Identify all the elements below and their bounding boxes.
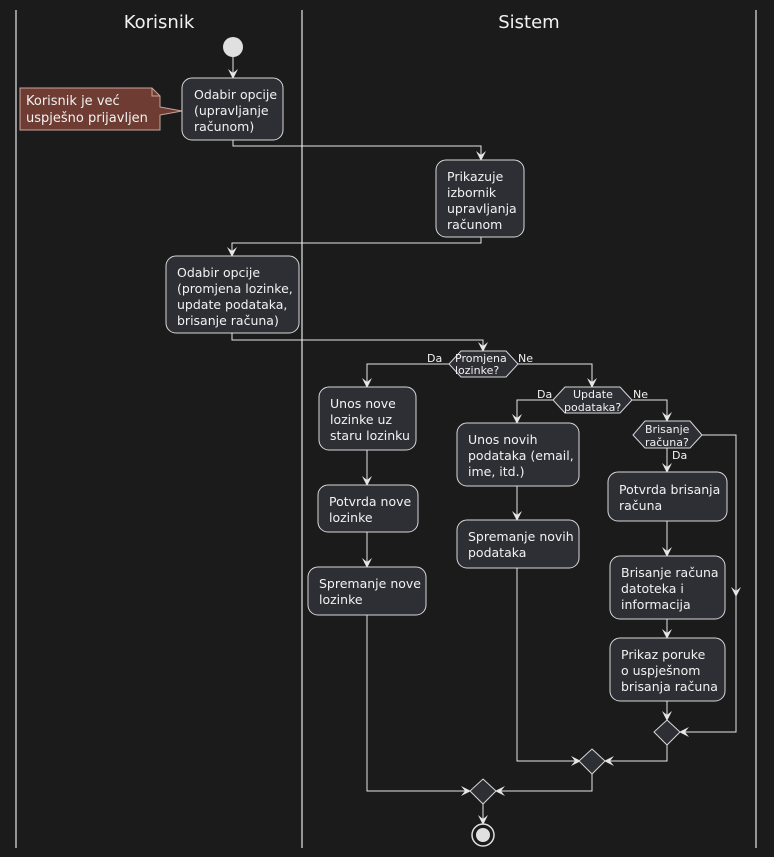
edge-d1-yes (362, 363, 449, 388)
activity-enter-new-data-text: Unos novih podataka (email, ime, itd.) (468, 432, 578, 479)
activity-text-line: staru lozinku (330, 428, 410, 443)
branch-label-yes-password: Da (427, 352, 442, 365)
edge-a2-to-a3 (227, 237, 482, 257)
activity-select-account-management-text: Odabir opcije (upravljanje računom) (194, 87, 281, 134)
note-text: Korisnik je već uspješno prijavljen (26, 94, 148, 126)
activity-text-line: podataka (email, (468, 448, 574, 463)
edge-merge-update-out (495, 774, 593, 796)
activity-text-line: Spremanje nove (319, 576, 421, 591)
activity-text-line: računa (619, 498, 662, 513)
activity-save-new-password (307, 566, 427, 616)
branch-label-yes-delete: Da (672, 449, 687, 462)
activity-confirm-new-password-text: Potvrda nove lozinke (329, 494, 415, 525)
decision-text-line: Update (573, 388, 613, 401)
merge-delete (653, 719, 681, 746)
edge-merge-delete-out (604, 745, 668, 766)
edge-u2-to-merge (516, 568, 581, 766)
branch-label-no-password: Ne (518, 352, 533, 365)
note-fold (151, 88, 160, 97)
edge-d3-no-continue (679, 596, 737, 737)
activity-show-delete-message-text: Prikaz poruke o uspješnom brisanja račun… (621, 647, 718, 694)
activity-text-line: računom (447, 217, 502, 232)
activity-text-line: računom) (194, 119, 254, 134)
activity-text-line: datoteka i (621, 581, 684, 596)
activity-text-line: brisanja računa (621, 679, 718, 694)
activity-select-option-text: Odabir opcije (promjena lozinke, update … (177, 265, 297, 328)
decision-text-line: podataka? (564, 401, 621, 414)
activity-text-line: ime, itd.) (468, 464, 524, 479)
lane-title-system: Sistem (498, 12, 559, 33)
activity-text-line: informacija (621, 597, 691, 612)
activity-text-line: Spremanje novih (468, 529, 574, 544)
activity-text-line: Unos novih (468, 432, 538, 447)
activity-save-new-password-text: Spremanje nove lozinke (319, 576, 425, 607)
activity-text-line: lozinke uz (330, 412, 392, 427)
decision-password-change-text: Promjena lozinke? (455, 352, 510, 377)
decision-text-line: Brisanje (645, 423, 690, 436)
edge-d3-no (702, 434, 741, 597)
activity-text-line: upravljanja (447, 201, 517, 216)
lane-title-user: Korisnik (124, 12, 195, 33)
note-line-1: Korisnik je već (26, 94, 120, 109)
activity-text-line: Potvrda brisanja (619, 482, 720, 497)
decision-delete-account-text: Brisanje računa? (645, 423, 693, 449)
activity-save-new-data (456, 519, 580, 569)
note-line-2: uspješno prijavljen (26, 111, 148, 126)
activity-enter-new-password-text: Unos nove lozinke uz staru lozinku (330, 396, 410, 443)
branch-label-no-update: Ne (633, 388, 648, 401)
activity-text-line: Odabir opcije (194, 87, 277, 102)
edge-p3-to-merge (366, 615, 471, 796)
edge-d1-no (518, 363, 597, 388)
decision-text-line: računa? (645, 436, 689, 449)
activity-text-line: lozinke (329, 510, 373, 525)
activity-text-line: Prikazuje (447, 169, 504, 184)
decision-text-line: lozinke? (455, 364, 499, 377)
activity-text-line: izbornik (447, 185, 497, 200)
activity-show-menu-text: Prikazuje izbornik upravljanja računom (447, 169, 521, 232)
activity-text-line: Brisanje računa (621, 565, 719, 580)
decision-text-line: Promjena (455, 352, 507, 365)
activity-text-line: (upravljanje (194, 103, 269, 118)
activity-text-line: brisanje računa) (177, 313, 279, 328)
edge-d2-yes (512, 399, 553, 424)
merge-update (578, 748, 606, 775)
activity-text-line: lozinke (319, 592, 363, 607)
activity-confirm-delete-text: Potvrda brisanja računa (619, 482, 724, 513)
activity-save-new-data-text: Spremanje novih podataka (468, 529, 578, 560)
start-node (223, 37, 243, 57)
activity-text-line: update podataka, (177, 297, 287, 312)
activity-text-line: Unos nove (330, 396, 396, 411)
branch-label-yes-update: Da (537, 388, 552, 401)
activity-text-line: podataka (468, 545, 526, 560)
activity-delete-account-text: Brisanje računa datoteka i informacija (621, 565, 723, 612)
edge-a1-to-a2 (232, 140, 486, 161)
decision-update-data-text: Update podataka? (564, 388, 621, 414)
end-node-dot (476, 828, 490, 842)
edge-a3-to-d1 (231, 333, 488, 352)
activity-text-line: Prikaz poruke (621, 647, 706, 662)
edge-d2-no (632, 399, 672, 422)
merge-final (469, 778, 497, 805)
activity-confirm-new-password (317, 484, 419, 533)
end-node-ring (471, 823, 495, 847)
activity-text-line: (promjena lozinke, (177, 281, 293, 296)
activity-text-line: o uspješnom (621, 663, 700, 678)
activity-show-menu (435, 159, 525, 238)
activity-enter-new-data (456, 422, 580, 487)
activity-text-line: Potvrda nove (329, 494, 411, 509)
activity-text-line: Odabir opcije (177, 265, 260, 280)
